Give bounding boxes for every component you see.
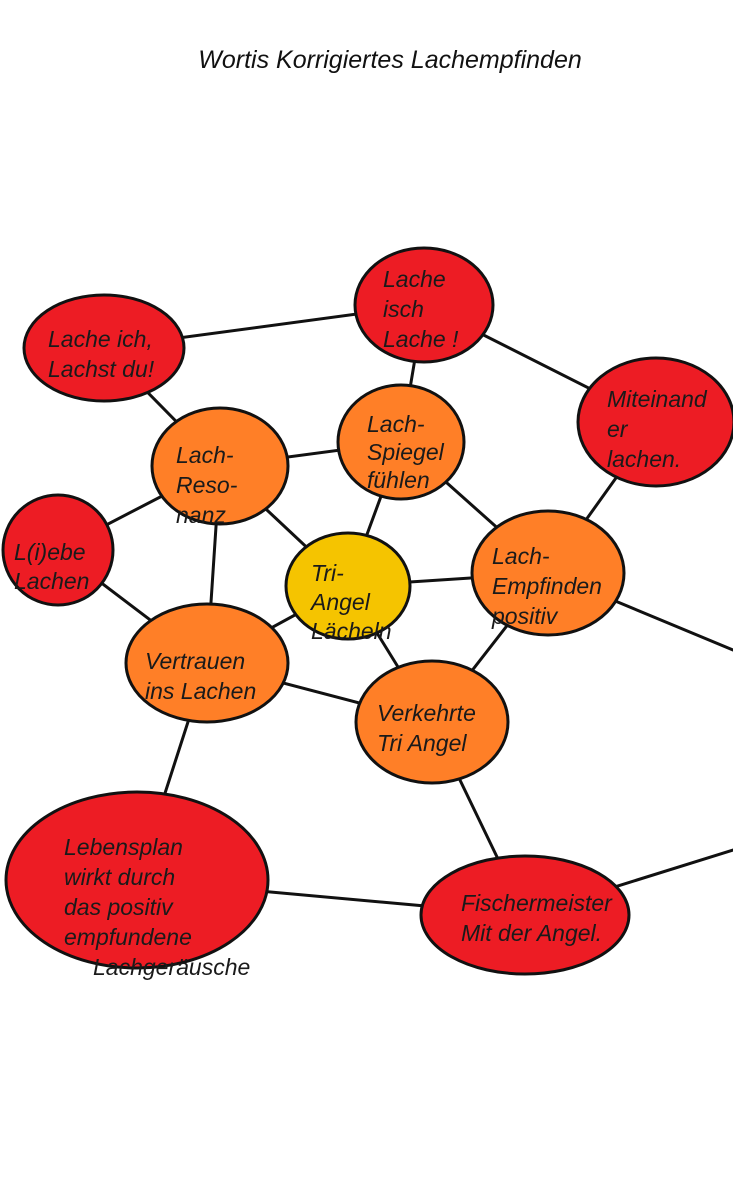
- node-label-lache-isch-line-1: isch: [383, 296, 424, 322]
- node-label-liebe-lachen-line-0: L(i)ebe: [14, 539, 86, 565]
- diagram-title: Wortis Korrigiertes Lachempfinden: [198, 46, 582, 74]
- node-label-miteinander-line-1: er: [607, 416, 629, 442]
- node-ellipse-liebe-lachen: [1, 493, 115, 607]
- node-miteinander: Miteinand er lachen.: [576, 356, 733, 488]
- node-label-lach-spiegel-line-0: Lach-: [367, 411, 425, 437]
- node-label-miteinander-line-2: lachen.: [607, 446, 681, 472]
- node-label-miteinander-line-0: Miteinand: [607, 386, 708, 412]
- node-ellipse-verkehrte: [354, 659, 510, 785]
- node-label-lache-isch-line-0: Lache: [383, 266, 446, 292]
- node-label-lach-spiegel-line-2: fühlen: [367, 467, 430, 493]
- node-lach-empfinden: Lach- Empfinden positiv: [470, 509, 626, 637]
- node-label-lebensplan-line-0: Lebensplan: [64, 834, 183, 860]
- node-ellipse-lache-ich: [22, 293, 186, 403]
- node-ellipse-tri-angel: [284, 531, 412, 641]
- node-label-fischermeister-line-1: Mit der Angel.: [461, 920, 602, 946]
- node-ellipse-miteinander: [576, 356, 733, 488]
- node-ellipse-vertrauen: [124, 602, 290, 724]
- node-ellipse-lach-spiegel: [336, 383, 466, 501]
- node-ellipse-lach-empfinden: [470, 509, 626, 637]
- node-label-lach-empfinden-line-0: Lach-: [492, 543, 550, 569]
- node-ellipse-lebensplan: [4, 790, 270, 970]
- node-lebensplan: Lebensplan wirkt durch das positiv empfunde…: [4, 790, 270, 980]
- node-label-fischermeister-line-0: Fischermeister: [461, 890, 613, 916]
- node-ellipse-lach-resonanz: [150, 406, 290, 526]
- node-vertrauen: Vertrauen ins Lachen: [124, 602, 290, 724]
- node-ellipse-lache-isch: [353, 246, 495, 364]
- node-label-tri-angel-line-1: Angel: [309, 589, 371, 615]
- node-label-vertrauen-line-1: ins Lachen: [145, 678, 256, 704]
- node-label-liebe-lachen-line-1: Lachen: [14, 568, 89, 594]
- node-label-lach-empfinden-line-2: positiv: [491, 603, 559, 629]
- node-label-lach-spiegel-line-1: Spiegel: [367, 439, 445, 465]
- node-label-lebensplan-line-4: Lachgeräusche: [93, 954, 250, 980]
- node-label-verkehrte-line-0: Verkehrte: [377, 700, 476, 726]
- node-lach-resonanz: Lach- Reso-nanz: [150, 406, 290, 528]
- node-label-lache-ich-line-1: Lachst du!: [48, 356, 155, 382]
- node-label-tri-angel-line-0: Tri-: [311, 560, 344, 586]
- node-label-vertrauen-line-0: Vertrauen: [145, 648, 245, 674]
- node-lache-ich: Lache ich, Lachst du!: [22, 293, 186, 403]
- node-label-lach-resonanz-line-1: Reso-: [176, 472, 238, 498]
- node-label-lache-ich-line-0: Lache ich,: [48, 326, 153, 352]
- node-label-tri-angel-line-2: Lächeln: [311, 618, 392, 644]
- node-label-lebensplan-line-1: wirkt durch: [64, 864, 175, 890]
- node-label-verkehrte-line-1: Tri Angel: [377, 730, 467, 756]
- node-label-lache-isch-line-2: Lache !: [383, 326, 459, 352]
- node-ellipse-fischermeister: [419, 854, 631, 976]
- node-label-lach-resonanz-line-2: nanz: [176, 502, 226, 528]
- node-label-lach-resonanz-line-0: Lach-: [176, 442, 234, 468]
- node-label-lebensplan-line-2: das positiv: [64, 894, 174, 920]
- node-label-lach-empfinden-line-1: Empfinden: [492, 573, 602, 599]
- node-label-lebensplan-line-3: empfundene: [64, 924, 192, 950]
